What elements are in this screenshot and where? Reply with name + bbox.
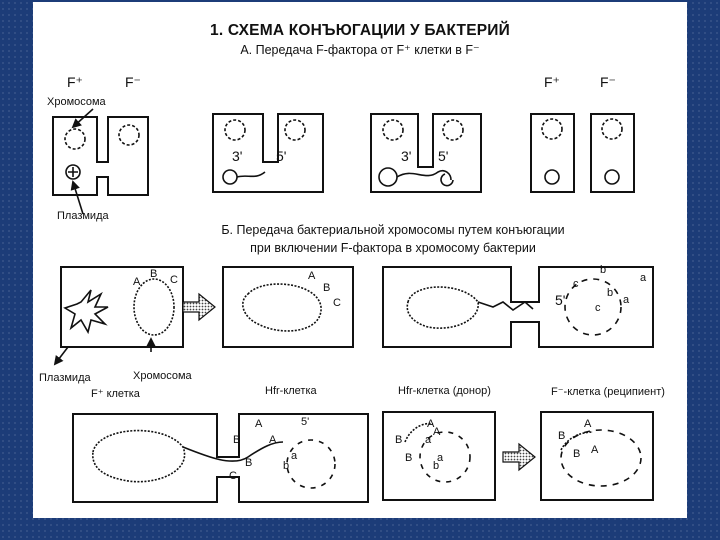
gene-a2-b2: A — [269, 434, 277, 446]
label-plasmid-b: Плазмида — [39, 372, 91, 384]
plasmid-pointer — [70, 180, 84, 215]
gene-a-b2f: A — [584, 418, 592, 430]
label-hfr-donor: Hfr-клетка (донор) — [398, 385, 491, 397]
stage-b2-recombinant-cell — [540, 411, 654, 501]
gene-a2-b2r: A — [433, 426, 441, 438]
plasmid-b-pointer — [53, 346, 69, 366]
gene-a-b2: A — [255, 418, 263, 430]
transition-arrow-1 — [182, 292, 216, 322]
stage-b1-fplus-cell — [60, 266, 184, 348]
gene-a-b1: A — [133, 276, 141, 288]
gene-lc-b1: c — [573, 278, 579, 290]
gene-b2-b2: B — [245, 457, 253, 469]
gene-la-b2: a — [291, 450, 298, 462]
gene-c-b2: C — [229, 470, 237, 482]
section-b-line2: при включении F-фактора в хромосому бакт… — [250, 241, 536, 255]
stage-a2-cells — [212, 113, 324, 193]
label-3prime-a2: 3' — [232, 148, 243, 164]
gene-lb-b1: b — [600, 264, 607, 276]
label-5prime-b1: 5' — [555, 292, 566, 308]
gene-lb-b2: b — [283, 460, 290, 472]
gene-lb-b2r: b — [433, 460, 440, 472]
label-5prime-a2: 5' — [276, 148, 287, 164]
gene-la2-b2r: a — [437, 452, 444, 464]
gene-a-b2r: A — [427, 418, 435, 430]
page-title: 1. СХЕМА КОНЪЮГАЦИИ У БАКТЕРИЙ — [210, 22, 510, 39]
label-3prime-a3: 3' — [401, 148, 412, 164]
gene-c-b1: C — [170, 274, 178, 286]
label-f-minus-a4: F⁻ — [600, 74, 616, 90]
label-f-plus-a4: F⁺ — [544, 74, 560, 90]
stage-a3-cells — [370, 113, 482, 193]
label-5prime-b2: 5' — [301, 416, 310, 428]
label-chromosome: Хромосома — [47, 96, 106, 108]
gene-b-b1: B — [150, 268, 158, 280]
stage-a4-cells — [530, 113, 635, 193]
gene-la-b2r: a — [425, 434, 432, 446]
stage-b2-recipient-cell — [382, 411, 496, 501]
label-hfr-cell: Hfr-клетка — [265, 385, 317, 397]
label-fminus-recipient: F⁻-клетка (реципиент) — [551, 386, 665, 398]
gene-b2-b2f: B — [573, 448, 581, 460]
section-a-heading: А. Передача F-фактора от F⁺ клетки в F⁻ — [240, 43, 480, 57]
stage-b1-transfer-cells — [382, 266, 654, 348]
gene-la-b1: a — [640, 272, 647, 284]
gene-b-b1-hfr: B — [323, 282, 331, 294]
gene-b-b2r: B — [395, 434, 403, 446]
chromosome-pointer — [71, 108, 94, 129]
gene-b-b2f: B — [558, 430, 566, 442]
label-fplus-cell: F⁺ клетка — [91, 388, 140, 400]
label-f-plus-a1: F⁺ — [67, 74, 83, 90]
stage-a1-cells — [52, 116, 149, 196]
gene-lc2-b1: c — [595, 302, 601, 314]
slide: 1. СХЕМА КОНЪЮГАЦИИ У БАКТЕРИЙ А. Переда… — [33, 2, 687, 518]
stage-b1-hfr-cell — [222, 266, 354, 348]
label-chromosome-b: Хромосома — [133, 370, 192, 382]
section-b-line1: Б. Передача бактериальной хромосомы путе… — [221, 223, 565, 237]
label-plasmid: Плазмида — [57, 210, 109, 222]
gene-a2-b2f: A — [591, 444, 599, 456]
gene-b-b2: B — [233, 434, 241, 446]
gene-c-b1-hfr: C — [333, 297, 341, 309]
label-f-minus-a1: F⁻ — [125, 74, 141, 90]
gene-lb2-b1: b — [607, 287, 614, 299]
stage-b2-transfer-cells — [72, 413, 369, 503]
gene-la2-b1: a — [623, 294, 630, 306]
transition-arrow-2 — [502, 442, 536, 472]
section-b-heading: Б. Передача бактериальной хромосомы путе… — [213, 221, 573, 257]
label-5prime-a3: 5' — [438, 148, 449, 164]
gene-b2-b2r: B — [405, 452, 413, 464]
gene-a-b1-hfr: A — [308, 270, 316, 282]
conjugation-diagram — [52, 108, 654, 503]
